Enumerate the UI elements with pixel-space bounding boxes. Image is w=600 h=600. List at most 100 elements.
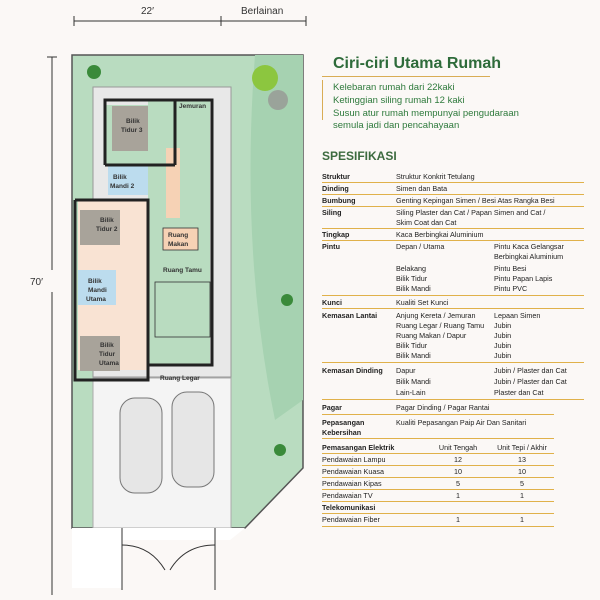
width-dimension: 22′ bbox=[141, 6, 154, 17]
column-header: Unit Tepi / Akhir bbox=[497, 443, 547, 452]
bed-icon bbox=[80, 336, 120, 371]
value: Bilik Mandi bbox=[396, 284, 431, 293]
value: Bilik Mandi bbox=[396, 351, 431, 360]
value: Pintu Kaca Gelangsar bbox=[494, 242, 564, 251]
tree-icon bbox=[281, 294, 293, 306]
tree-icon bbox=[87, 65, 101, 79]
car-icon bbox=[119, 397, 163, 494]
value: Jubin bbox=[494, 341, 512, 350]
label: Pendawaian Kuasa bbox=[322, 467, 384, 476]
bathroom-floor bbox=[78, 270, 116, 305]
room-jemuran: Jemuran bbox=[179, 103, 206, 110]
side-dimension: Berlainan bbox=[241, 6, 284, 17]
value: Depan / Utama bbox=[396, 242, 445, 251]
label: Pendawaian Kipas bbox=[322, 479, 382, 488]
sofa-set-icon bbox=[154, 281, 211, 338]
value: Kaca Berbingkai Aluminium bbox=[396, 230, 484, 239]
label: Pintu bbox=[322, 242, 340, 251]
feature-item: Susun atur rumah mempunyai pengudaraan bbox=[333, 108, 519, 119]
value: Ruang Legar / Ruang Tamu bbox=[396, 321, 485, 330]
value: Bilik Tidur bbox=[396, 341, 428, 350]
value: Lepaan Simen bbox=[494, 311, 541, 320]
value: Jubin bbox=[494, 351, 512, 360]
value: Jubin / Plaster dan Cat bbox=[494, 377, 567, 386]
divider bbox=[322, 76, 490, 77]
floor-plan: Jemuran Bilik Tidur 3 Bilik Mandi 2 Bili… bbox=[47, 16, 307, 595]
value: Jubin bbox=[494, 331, 512, 340]
value: 1 bbox=[456, 515, 460, 524]
label: Struktur bbox=[322, 172, 350, 181]
room-bilik-mandi-utama-line2: Mandi bbox=[88, 287, 107, 294]
spec-row-kunci: Kunci Kualiti Set Kunci bbox=[322, 298, 584, 309]
label: Pendawaian Lampu bbox=[322, 455, 386, 464]
value: 12 bbox=[454, 455, 462, 464]
value: Pintu Papan Lapis bbox=[494, 274, 553, 283]
dimension-lines bbox=[47, 16, 307, 595]
label: Bumbung bbox=[322, 196, 356, 205]
value: Belakang bbox=[396, 264, 426, 273]
value: Skim Coat dan Cat bbox=[396, 218, 457, 227]
value: Bilik Tidur bbox=[396, 274, 428, 283]
walls bbox=[73, 98, 214, 382]
value: Kualiti Set Kunci bbox=[396, 298, 449, 307]
value: 10 bbox=[454, 467, 462, 476]
room-bilik-mandi-utama: Bilik bbox=[88, 278, 102, 285]
value: Pintu PVC bbox=[494, 284, 528, 293]
value: Dapur bbox=[396, 366, 416, 375]
label: Telekomunikasi bbox=[322, 503, 376, 512]
label: Kemasan Lantai bbox=[322, 311, 378, 320]
feature-item: Kelebaran rumah dari 22kaki bbox=[333, 82, 455, 93]
value: 1 bbox=[520, 491, 524, 500]
value: 1 bbox=[456, 491, 460, 500]
spec-row-bumbung: Bumbung Genting Kepingan Simen / Besi Ata… bbox=[322, 196, 584, 207]
room-ruang-legar: Ruang Legar bbox=[160, 375, 200, 382]
room-ruang-makan: Ruang bbox=[168, 232, 188, 239]
column-header: Unit Tengah bbox=[438, 443, 478, 452]
rock-icon bbox=[268, 90, 288, 110]
room-ruang-tamu: Ruang Tamu bbox=[163, 267, 202, 274]
value: 5 bbox=[456, 479, 460, 488]
entrance-apron bbox=[72, 528, 122, 588]
features-title: Ciri-ciri Utama Rumah bbox=[333, 55, 502, 72]
room-bilik-tidur-3-line2: Tidur 3 bbox=[121, 127, 143, 134]
label: Pepasangan bbox=[322, 418, 365, 427]
tree-icon bbox=[274, 444, 286, 456]
label: Kunci bbox=[322, 298, 342, 307]
room-bilik-mandi-2: Bilik bbox=[113, 174, 127, 181]
bed-icon bbox=[112, 106, 152, 151]
divider bbox=[322, 80, 323, 120]
value: Siling Plaster dan Cat / Papan Simen and… bbox=[396, 208, 546, 217]
room-bilik-tidur-utama-line3: Utama bbox=[99, 360, 119, 367]
room-bilik-tidur-2-line2: Tidur 2 bbox=[96, 226, 118, 233]
value: Pintu Besi bbox=[494, 264, 527, 273]
value: Kualiti Pepasangan Paip Air Dan Sanitari bbox=[396, 418, 527, 427]
room-bilik-tidur-utama: Bilik bbox=[100, 342, 114, 349]
gate bbox=[121, 528, 216, 590]
value: Berbingkai Aluminium bbox=[494, 252, 564, 261]
label: Kebersihan bbox=[322, 428, 362, 437]
value: Genting Kepingan Simen / Besi Atas Rangk… bbox=[396, 196, 555, 205]
value: Simen dan Bata bbox=[396, 184, 448, 193]
room-bilik-mandi-utama-line3: Utama bbox=[86, 296, 106, 303]
label: Pendawaian Fiber bbox=[322, 515, 380, 524]
room-bilik-tidur-3: Bilik bbox=[126, 118, 140, 125]
feature-item: semula jadi dan pencahayaan bbox=[333, 120, 460, 131]
car-icon bbox=[171, 391, 215, 488]
room-bilik-mandi-2-line2: Mandi 2 bbox=[110, 183, 135, 190]
value: Pagar Dinding / Pagar Rantai bbox=[396, 403, 490, 412]
label: Dinding bbox=[322, 184, 349, 193]
